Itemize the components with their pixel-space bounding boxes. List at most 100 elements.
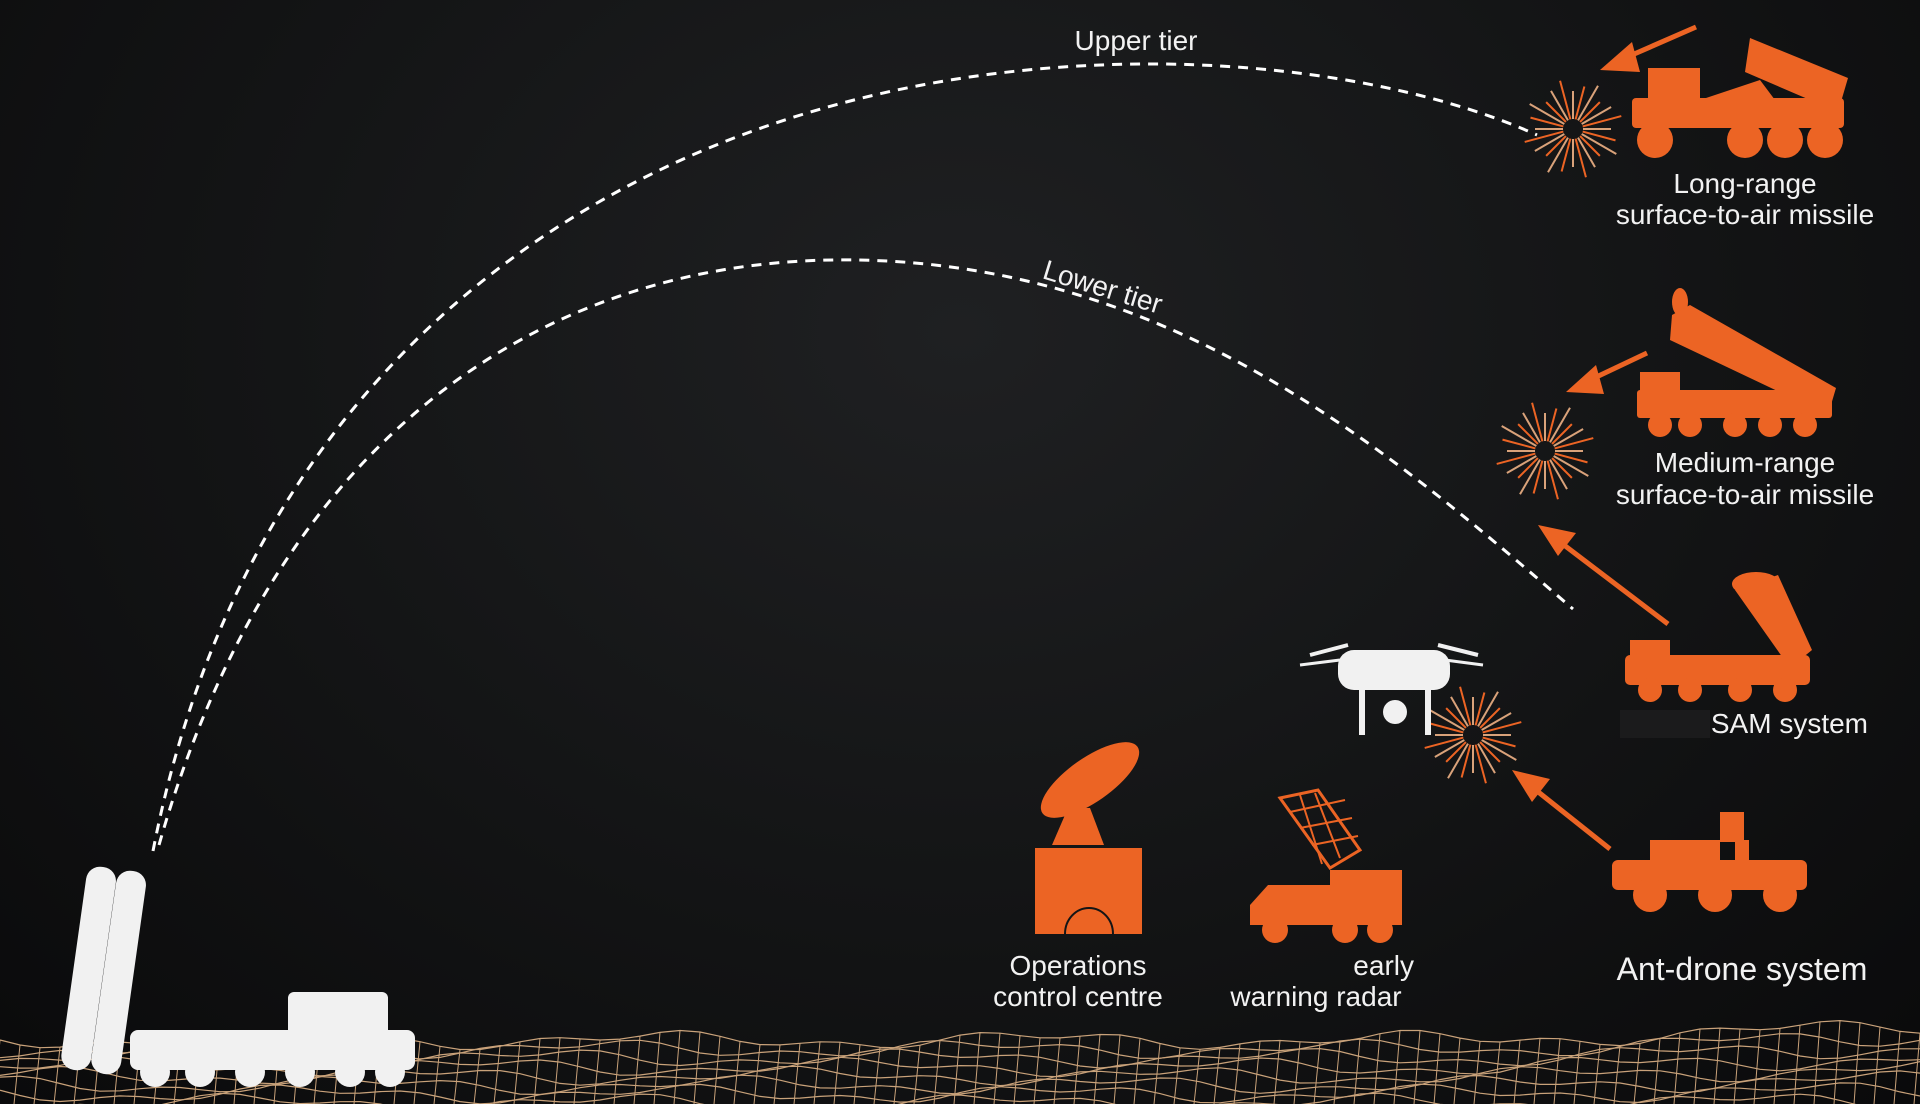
burst-ray xyxy=(1460,744,1472,778)
terrain-line xyxy=(53,1047,61,1104)
burst-ray xyxy=(1574,138,1587,178)
burst-ray xyxy=(1445,741,1467,763)
terrain-line xyxy=(833,1042,841,1104)
sam-launcher-icon xyxy=(1625,572,1812,702)
burst-ray xyxy=(1551,457,1573,479)
burst-ray xyxy=(1506,455,1537,474)
terrain-line xyxy=(1773,1028,1781,1104)
burst-ray xyxy=(1517,457,1539,479)
burst-ray xyxy=(1529,103,1565,125)
burst-ray xyxy=(1549,459,1568,490)
burst-ray xyxy=(1546,460,1559,500)
terrain-line xyxy=(1013,1035,1021,1104)
burst-ray xyxy=(1429,709,1465,731)
lower-tier-label: Lower tier xyxy=(1039,254,1166,320)
terrain-line xyxy=(993,1033,1001,1104)
terrain-line xyxy=(77,1092,1857,1104)
terrain-line xyxy=(1393,1030,1401,1104)
burst-icon xyxy=(1496,402,1594,500)
terrain-line xyxy=(1813,1021,1821,1104)
burst-ray xyxy=(1577,85,1599,121)
long-range-label-line1: Long-range xyxy=(1673,168,1816,199)
burst-ray xyxy=(1582,115,1622,128)
burst-ray xyxy=(1434,739,1465,758)
terrain-line xyxy=(733,1041,741,1104)
upper-tier-label: Upper tier xyxy=(1075,25,1198,56)
burst-ray xyxy=(1582,130,1616,142)
terrain-line xyxy=(1633,1043,1641,1104)
terrain-line xyxy=(673,1030,681,1104)
upper-tier-trajectory xyxy=(151,62,1538,852)
burst-ray xyxy=(1479,741,1501,763)
terrain-line xyxy=(453,1049,461,1104)
medium-range-launcher-icon xyxy=(1637,288,1836,437)
terrain-line xyxy=(1753,1029,1761,1104)
terrain-line xyxy=(0,1082,1920,1104)
terrain-line xyxy=(813,1041,821,1104)
terrain-line xyxy=(0,1070,1920,1096)
burst-ray xyxy=(1496,452,1536,465)
burst-ray xyxy=(1459,686,1472,726)
burst-ray xyxy=(1447,743,1469,779)
terrain-line xyxy=(1693,1028,1701,1104)
terrain-line xyxy=(1473,1041,1481,1104)
burst-ray xyxy=(1559,80,1572,120)
burst-ray xyxy=(1477,743,1496,774)
burst-ray xyxy=(1551,423,1573,445)
terrain-line xyxy=(613,1039,621,1104)
terrain-line xyxy=(1453,1038,1461,1104)
terrain-line xyxy=(593,1039,601,1104)
terrain-line xyxy=(1053,1037,1061,1104)
terrain-line xyxy=(1093,1034,1101,1104)
burst-ray xyxy=(1581,133,1617,155)
terrain-line xyxy=(1213,1047,1221,1104)
burst-ray xyxy=(1532,460,1544,494)
terrain-line xyxy=(433,1046,441,1104)
arrow-anti-drone xyxy=(1512,770,1612,851)
terrain-line xyxy=(693,1031,701,1104)
terrain-line xyxy=(1893,1031,1901,1104)
burst-ray xyxy=(1549,407,1571,443)
burst-ray xyxy=(1547,137,1569,173)
burst-ray xyxy=(1545,135,1567,157)
terrain-line xyxy=(933,1040,941,1104)
radar-label-line2: warning radar xyxy=(1229,981,1401,1012)
terrain-line xyxy=(753,1044,761,1104)
burst-ray xyxy=(1477,691,1499,727)
terrain-line xyxy=(1513,1040,1521,1104)
label-mask xyxy=(1620,710,1710,738)
missile-launcher-truck-icon xyxy=(61,866,415,1087)
terrain-line xyxy=(633,1036,641,1104)
terrain-line xyxy=(573,1038,581,1104)
burst-ray xyxy=(1474,744,1487,784)
terrain-line xyxy=(1413,1030,1421,1104)
burst-ray xyxy=(1579,101,1601,123)
terrain-line xyxy=(553,1037,561,1104)
burst-ray xyxy=(1474,692,1486,726)
burst-ray xyxy=(1553,428,1584,447)
terrain-line xyxy=(1293,1041,1301,1104)
long-range-launcher-icon xyxy=(1632,38,1848,158)
terrain-line xyxy=(1193,1049,1201,1104)
burst-ray xyxy=(1577,137,1596,168)
burst-ray xyxy=(1554,437,1594,450)
arrow-medium-range xyxy=(1566,350,1649,394)
terrain-line xyxy=(1913,1033,1920,1104)
burst-ray xyxy=(1550,90,1569,121)
burst-ray xyxy=(1450,696,1469,727)
terrain-line xyxy=(1253,1041,1261,1104)
burst-ray xyxy=(1530,116,1564,128)
arrow-long-range xyxy=(1600,24,1698,72)
terrain-line xyxy=(953,1035,961,1104)
operations-label-line1: Operations xyxy=(1010,950,1147,981)
burst-ray xyxy=(1574,86,1586,120)
burst-ray xyxy=(1519,459,1541,495)
terrain-line xyxy=(493,1046,501,1104)
anti-drone-vehicle-icon xyxy=(1612,812,1807,912)
terrain-line xyxy=(1233,1043,1241,1104)
arrow-sam xyxy=(1538,525,1670,626)
burst-ray xyxy=(1482,736,1516,748)
terrain-line xyxy=(1333,1041,1341,1104)
burst-ray xyxy=(1581,106,1612,125)
terrain-line xyxy=(1793,1025,1801,1104)
